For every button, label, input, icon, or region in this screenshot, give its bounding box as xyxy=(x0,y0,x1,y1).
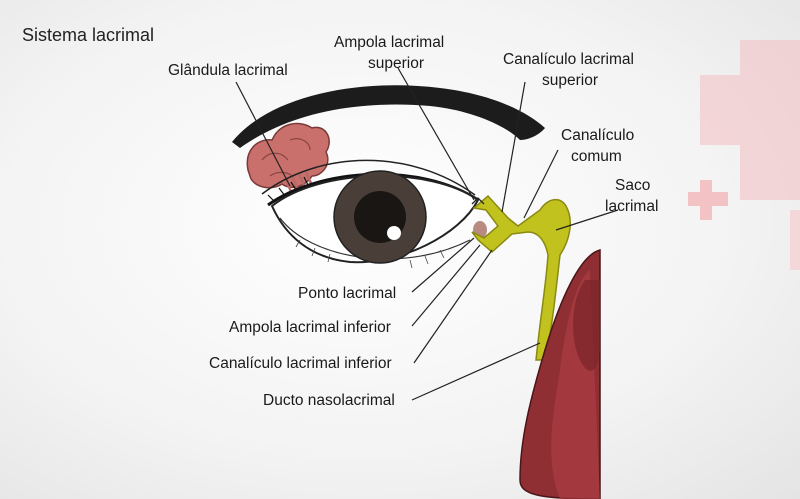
eye-highlight xyxy=(387,226,401,240)
label-saco-lacrimal-line1: Saco xyxy=(615,177,650,194)
label-canaliculo-superior-line1: Canalículo lacrimal xyxy=(503,51,634,68)
upper-lid-crease xyxy=(261,159,476,196)
label-canaliculo-comum-line1: Canalículo xyxy=(561,127,634,144)
diagram-title: Sistema lacrimal xyxy=(22,25,154,45)
lower-eyelashes xyxy=(295,239,445,269)
label-glandula-lacrimal: Glândula lacrimal xyxy=(168,62,288,79)
watermark-cross-large xyxy=(700,40,800,200)
label-saco-lacrimal-line2: lacrimal xyxy=(605,198,658,215)
watermark-bar xyxy=(790,210,800,270)
label-canaliculo-inferior: Canalículo lacrimal inferior xyxy=(209,355,392,372)
label-ampola-superior-line2: superior xyxy=(368,55,424,72)
label-canaliculo-comum-line2: comum xyxy=(571,148,622,165)
label-ponto-lacrimal: Ponto lacrimal xyxy=(298,285,396,302)
label-canaliculo-superior-line2: superior xyxy=(542,72,598,89)
nasal-concha xyxy=(573,280,600,371)
eyelash-strokes xyxy=(267,176,309,203)
leader-lines xyxy=(235,67,619,401)
watermark-cross-small xyxy=(688,180,728,220)
label-ducto-nasolacrimal: Ducto nasolacrimal xyxy=(263,392,395,409)
eyebrow xyxy=(232,85,545,148)
label-ampola-superior-line1: Ampola lacrimal xyxy=(334,34,444,51)
label-ampola-inferior: Ampola lacrimal inferior xyxy=(229,319,391,336)
